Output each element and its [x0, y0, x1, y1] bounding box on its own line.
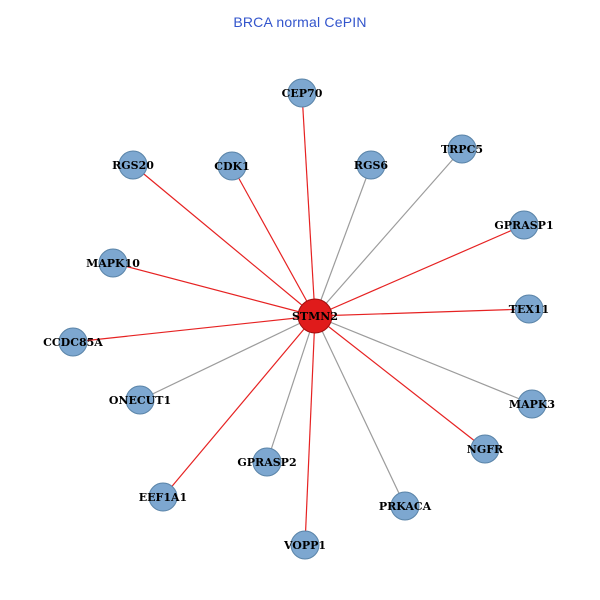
node-label-ngfr: NGFR: [467, 443, 504, 456]
node-circle-rgs20: [118, 150, 148, 180]
edge-stmn2-vopp1: [304, 315, 316, 546]
edge-stmn2-cep70: [301, 92, 316, 317]
edge-stmn2-tex11: [314, 308, 530, 317]
edge-stmn2-prkaca: [314, 315, 406, 507]
edge-stmn2-mapk10: [112, 262, 316, 317]
node-label-rgs20: RGS20: [112, 159, 154, 172]
edge-stmn2-mapk3: [314, 315, 533, 405]
node-circle-stmn2: [297, 298, 333, 334]
node-circle-ccdc85a: [58, 327, 88, 357]
node-label-mapk10: MAPK10: [86, 257, 140, 270]
node-circle-onecut1: [125, 385, 155, 415]
node-label-prkaca: PRKACA: [379, 500, 432, 513]
edge-stmn2-gprasp2: [266, 315, 316, 463]
node-circle-vopp1: [290, 530, 320, 560]
node-circle-cep70: [287, 78, 317, 108]
edge-stmn2-rgs20: [132, 164, 316, 317]
plot-title: BRCA normal CePIN: [233, 14, 367, 30]
edge-stmn2-eef1a1: [162, 315, 316, 498]
node-circle-rgs6: [356, 150, 386, 180]
node-circle-ngfr: [470, 434, 500, 464]
node-label-mapk3: MAPK3: [509, 398, 555, 411]
node-label-eef1a1: EEF1A1: [139, 491, 187, 504]
node-circle-gprasp1: [509, 210, 539, 240]
node-circle-cdk1: [217, 151, 247, 181]
node-label-onecut1: ONECUT1: [109, 394, 171, 407]
node-label-cep70: CEP70: [282, 87, 323, 100]
node-circle-mapk3: [517, 389, 547, 419]
node-circle-gprasp2: [252, 447, 282, 477]
node-label-trpc5: TRPC5: [441, 143, 483, 156]
node-circle-trpc5: [447, 134, 477, 164]
edge-stmn2-trpc5: [314, 148, 463, 317]
edge-stmn2-gprasp1: [314, 224, 525, 317]
node-circle-tex11: [514, 294, 544, 324]
node-label-gprasp2: GPRASP2: [237, 456, 296, 469]
node-label-vopp1: VOPP1: [283, 539, 326, 552]
edge-stmn2-ccdc85a: [72, 315, 316, 343]
edge-stmn2-onecut1: [139, 315, 316, 401]
node-label-cdk1: CDK1: [214, 160, 250, 173]
node-label-stmn2: STMN2: [292, 310, 338, 323]
edge-stmn2-cdk1: [231, 165, 316, 317]
node-label-gprasp1: GPRASP1: [494, 219, 553, 232]
node-label-ccdc85a: CCDC85A: [43, 336, 103, 349]
edge-stmn2-ngfr: [314, 315, 486, 450]
node-label-tex11: TEX11: [509, 303, 549, 316]
edge-stmn2-rgs6: [314, 164, 372, 317]
node-circle-prkaca: [390, 491, 420, 521]
node-label-rgs6: RGS6: [354, 159, 388, 172]
node-circle-eef1a1: [148, 482, 178, 512]
node-circle-mapk10: [98, 248, 128, 278]
